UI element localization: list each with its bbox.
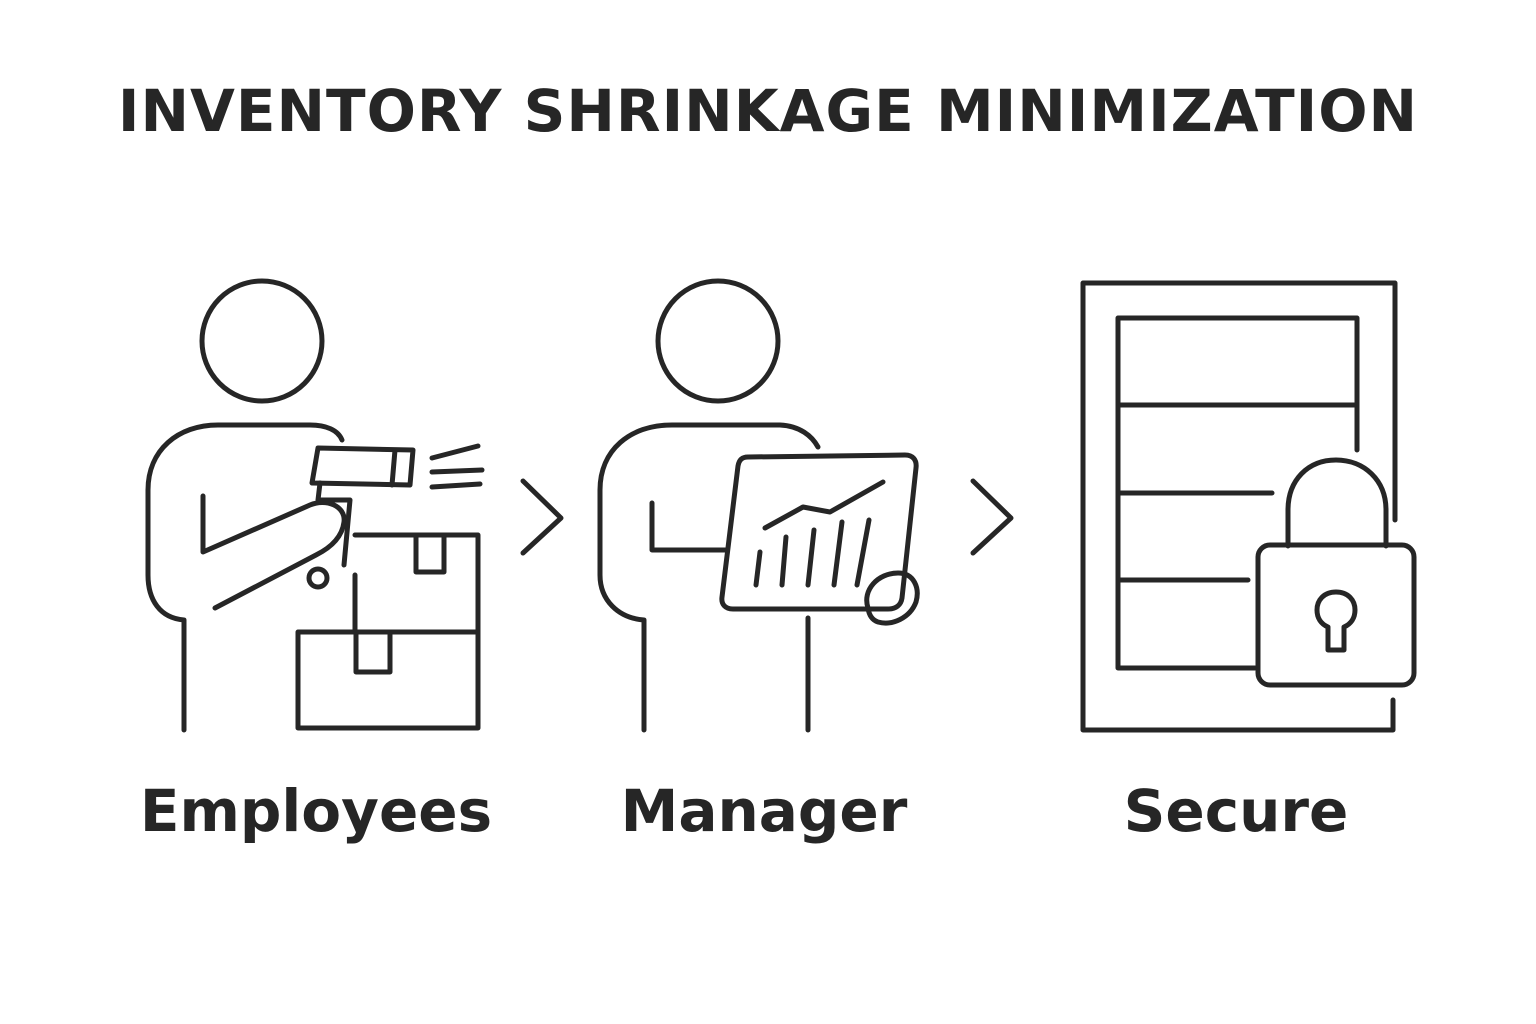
barcode-scanner-icon	[306, 445, 416, 590]
locked-cabinet-icon	[1080, 280, 1417, 733]
keyhole-icon	[1314, 589, 1358, 653]
employee-scanning-boxes-icon	[145, 278, 485, 733]
manager-head	[655, 278, 781, 404]
chart-trend-line	[762, 479, 886, 531]
diagram-title: INVENTORY SHRINKAGE MINIMIZATION	[117, 77, 1419, 145]
employee-body	[145, 422, 345, 733]
cabinet-shelves	[1115, 315, 1360, 671]
manager-body	[597, 422, 821, 733]
step-label-manager: Manager	[620, 777, 908, 845]
step-label-employees: Employees	[139, 777, 493, 845]
cabinet-frame	[1080, 280, 1398, 733]
box-icon	[295, 629, 481, 731]
tablet-icon	[719, 452, 919, 612]
employee-head	[199, 278, 325, 404]
manager-hand	[864, 570, 920, 626]
step-label-secure: Secure	[1123, 777, 1349, 845]
chevron-right-icon	[970, 478, 1014, 556]
chart-bars	[753, 517, 872, 588]
chevron-right-icon	[520, 478, 564, 556]
manager-with-chart-tablet-icon	[597, 278, 920, 733]
padlock-icon	[1255, 457, 1417, 688]
manager-arm	[649, 500, 728, 553]
scan-beam	[429, 443, 485, 490]
employee-arm	[200, 493, 347, 611]
box-icon	[352, 532, 481, 635]
